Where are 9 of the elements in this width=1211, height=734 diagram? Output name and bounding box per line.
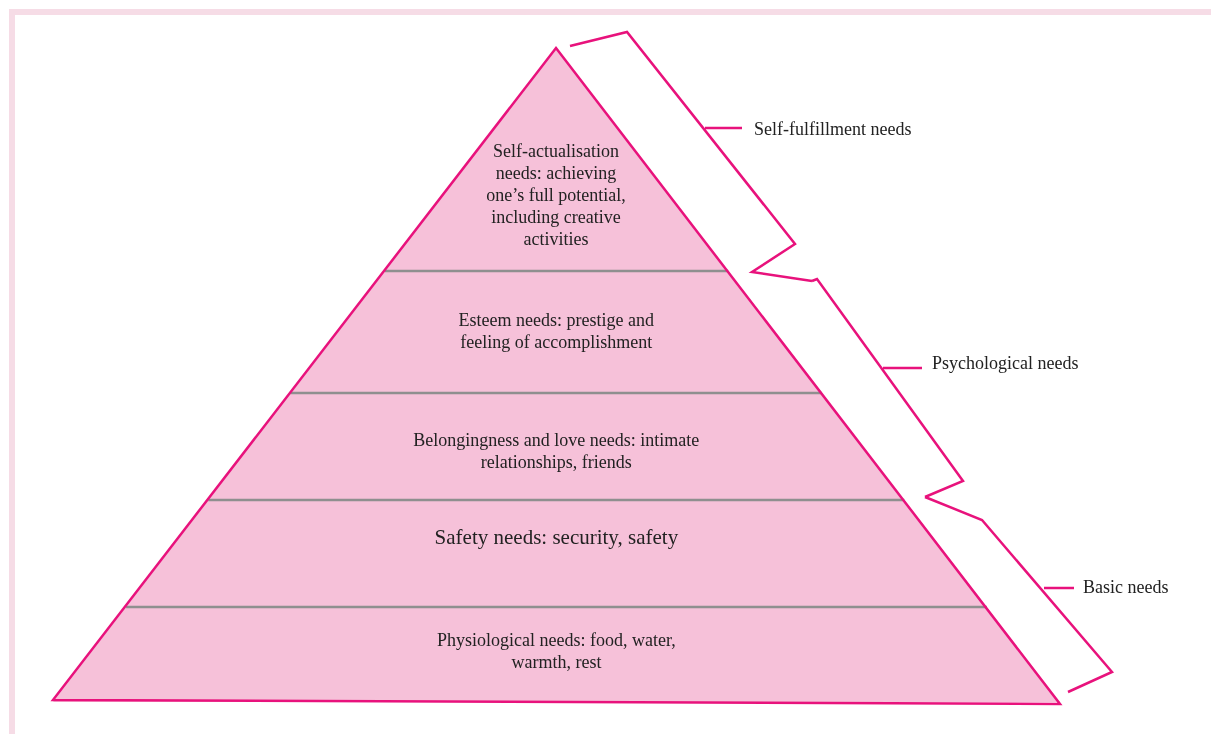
bracket-label: Self-fulfillment needs: [754, 119, 912, 140]
tier-label: Physiological needs: food, water, warmth, rest: [436, 629, 677, 673]
tier-label: Safety needs: security, safety: [433, 526, 680, 548]
tier-label: Belongingness and love needs: intimate relationships, friends: [412, 429, 701, 473]
pyramid-tier: [384, 48, 728, 271]
tier-label: Self-actualisation needs: achieving one’s full potential, including creative activities: [485, 140, 627, 250]
bracket-label: Psychological needs: [932, 353, 1079, 374]
tier-label: Esteem needs: prestige and feeling of accomplishment: [457, 309, 655, 353]
bracket-label: Basic needs: [1083, 577, 1169, 598]
